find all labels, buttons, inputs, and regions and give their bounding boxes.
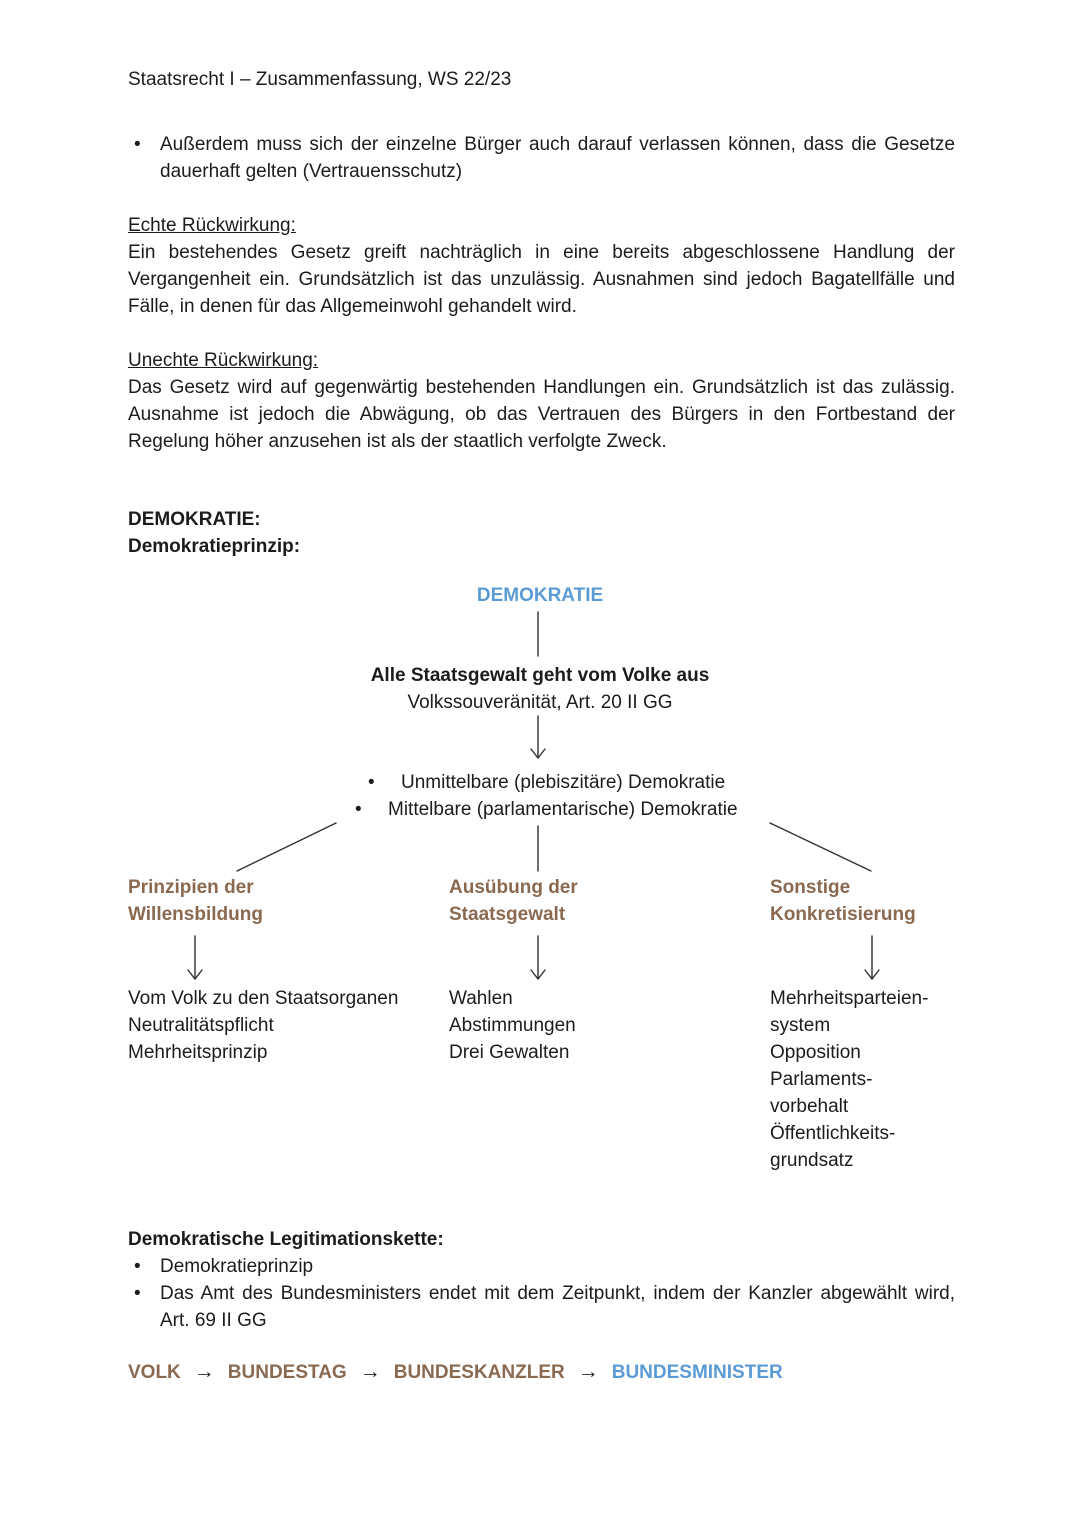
- echte-rueckwirkung-body: Ein bestehendes Gesetz greift nachträgli…: [128, 242, 955, 317]
- right-arrow-icon: →: [577, 1360, 599, 1383]
- diagram-bullet-text: Unmittelbare (plebiszitäre) Demokratie: [401, 772, 726, 793]
- list-item: Abstimmungen: [449, 1015, 576, 1036]
- down-arrow-icon: [530, 969, 546, 981]
- diagram-title: DEMOKRATIE: [476, 585, 604, 606]
- column-heading-line: Prinzipien der: [128, 877, 254, 898]
- chain-item-bundesminister: BUNDESMINISTER: [611, 1362, 783, 1383]
- legitimationskette-bullet-item: • Demokratieprinzip: [134, 1253, 955, 1280]
- demokratie-section-heading: DEMOKRATIE:: [128, 509, 261, 530]
- chain-item-volk: VOLK: [128, 1362, 181, 1383]
- legitimation-chain: VOLK → BUNDESTAG → BUNDESKANZLER → BUNDE…: [128, 1358, 783, 1386]
- intro-bullet-text: Außerdem muss sich der einzelne Bürger a…: [160, 134, 955, 182]
- diagram-bullet-item: • Unmittelbare (plebiszitäre) Demokratie: [368, 769, 725, 796]
- legitimationskette-heading: Demokratische Legitimationskette:: [128, 1229, 444, 1250]
- column-heading-staatsgewalt: Ausübung der Staatsgewalt: [449, 874, 578, 928]
- list-item: Öffentlichkeits-: [770, 1123, 896, 1144]
- list-item: vorbehalt: [770, 1096, 849, 1117]
- connector-bullets-to-right-column: [769, 822, 872, 872]
- intro-bullet-item: • Außerdem muss sich der einzelne Bürger…: [134, 131, 955, 185]
- bullet-icon: •: [368, 772, 375, 793]
- bullet-icon: •: [134, 1283, 141, 1304]
- right-arrow-icon: →: [193, 1360, 215, 1383]
- bullet-icon: •: [134, 134, 141, 155]
- diagram-bullet-text: Mittelbare (parlamentarische) Demokratie: [388, 799, 738, 820]
- column-heading-line: Ausübung der: [449, 877, 578, 898]
- chain-item-bundeskanzler: BUNDESKANZLER: [393, 1362, 565, 1383]
- column-list-staatsgewalt: Wahlen Abstimmungen Drei Gewalten: [449, 985, 576, 1066]
- list-item: system: [770, 1015, 831, 1036]
- column-heading-line: Willensbildung: [128, 904, 263, 925]
- connector-bullets-to-left-column: [236, 822, 337, 872]
- page-header: Staatsrecht I – Zusammenfassung, WS 22/2…: [128, 69, 512, 90]
- bullet-icon: •: [134, 1256, 141, 1277]
- legitimationskette-bullet-item: • Das Amt des Bundesministers endet mit …: [134, 1280, 955, 1334]
- right-arrow-icon: →: [359, 1360, 381, 1383]
- list-item: Mehrheitsprinzip: [128, 1042, 268, 1063]
- list-item: Neutralitätspflicht: [128, 1015, 274, 1036]
- bullet-icon: •: [355, 799, 362, 820]
- unechte-rueckwirkung-heading: Unechte Rückwirkung:: [128, 350, 319, 371]
- column-list-willensbildung: Vom Volk zu den Staatsorganen Neutralitä…: [128, 985, 398, 1066]
- list-item: Wahlen: [449, 988, 513, 1009]
- down-arrow-icon: [864, 969, 880, 981]
- legitimationskette-bullet-text: Demokratieprinzip: [160, 1256, 314, 1277]
- column-heading-willensbildung: Prinzipien der Willensbildung: [128, 874, 263, 928]
- column-heading-line: Staatsgewalt: [449, 904, 566, 925]
- column-heading-line: Konkretisierung: [770, 904, 916, 925]
- column-list-konkretisierung: Mehrheitsparteien- system Opposition Par…: [770, 985, 928, 1174]
- diagram-principle-bold: Alle Staatsgewalt geht vom Volke aus: [370, 665, 710, 686]
- down-arrow-icon: [187, 969, 203, 981]
- list-item: Parlaments-: [770, 1069, 873, 1090]
- down-arrow-icon: [530, 748, 546, 760]
- list-item: Drei Gewalten: [449, 1042, 570, 1063]
- list-item: Mehrheitsparteien-: [770, 988, 929, 1009]
- column-heading-konkretisierung: Sonstige Konkretisierung: [770, 874, 916, 928]
- legitimationskette-bullet-text: Das Amt des Bundesministers endet mit de…: [160, 1283, 955, 1331]
- diagram-principle-source: Volkssouveränität, Art. 20 II GG: [407, 692, 673, 713]
- unechte-rueckwirkung-body: Das Gesetz wird auf gegenwärtig bestehen…: [128, 377, 955, 452]
- column-heading-line: Sonstige: [770, 877, 851, 898]
- diagram-bullet-item: • Mittelbare (parlamentarische) Demokrat…: [355, 796, 738, 823]
- chain-item-bundestag: BUNDESTAG: [227, 1362, 347, 1383]
- list-item: Opposition: [770, 1042, 861, 1063]
- echte-rueckwirkung-heading: Echte Rückwirkung:: [128, 215, 296, 236]
- demokratieprinzip-heading: Demokratieprinzip:: [128, 536, 301, 557]
- list-item: Vom Volk zu den Staatsorganen: [128, 988, 399, 1009]
- list-item: grundsatz: [770, 1150, 854, 1171]
